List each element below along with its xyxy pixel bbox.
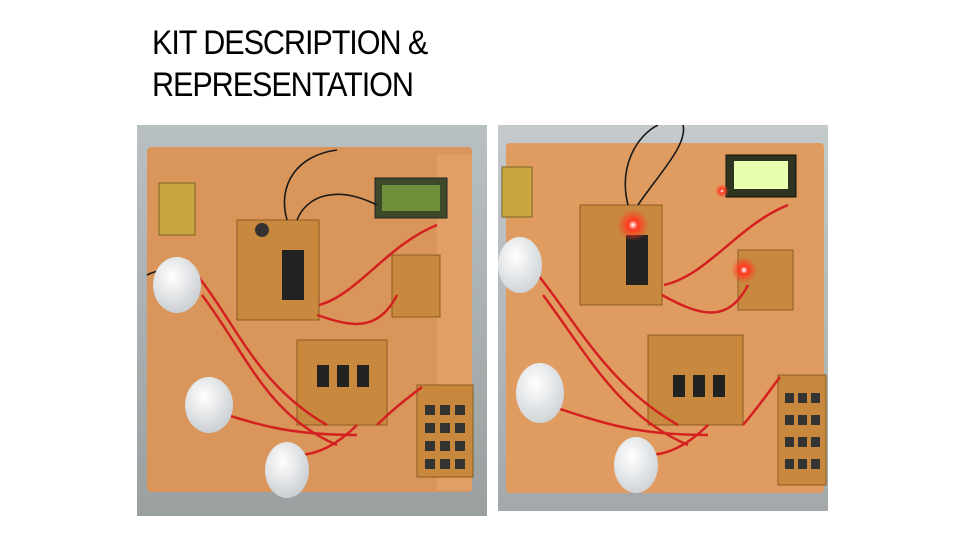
led-indicator-1-lit [617, 209, 649, 241]
bulb-3-off [265, 442, 309, 498]
kit-photo-off-illustration [137, 125, 487, 516]
slide-title-line-2: REPRESENTATION [152, 66, 414, 104]
kit-photo-on-illustration [498, 125, 828, 511]
bulb-2 [516, 363, 564, 423]
slide-title: KIT DESCRIPTION & REPRESENTATION [152, 22, 530, 106]
microcontroller-board [236, 219, 320, 321]
bulb-3 [614, 437, 658, 493]
led-indicator-2-lit [731, 257, 757, 283]
lcd-screen-lit [734, 161, 788, 189]
kit-photo-off [137, 125, 487, 516]
slide-title-line-1: KIT DESCRIPTION & [152, 24, 428, 62]
microcontroller-chip [626, 235, 648, 285]
kit-photo-on [498, 125, 828, 511]
transformer [158, 182, 196, 236]
lcd-screen [382, 185, 440, 211]
led-indicator-3-lit [715, 184, 729, 198]
bulb-1-off [153, 257, 201, 313]
keypad-buttons [785, 393, 820, 469]
transformer [501, 166, 533, 218]
keypad-buttons [425, 405, 465, 469]
bulb-1 [498, 237, 542, 293]
bulb-2-off [185, 377, 233, 433]
microcontroller-chip [282, 250, 304, 300]
wiring [537, 203, 789, 457]
